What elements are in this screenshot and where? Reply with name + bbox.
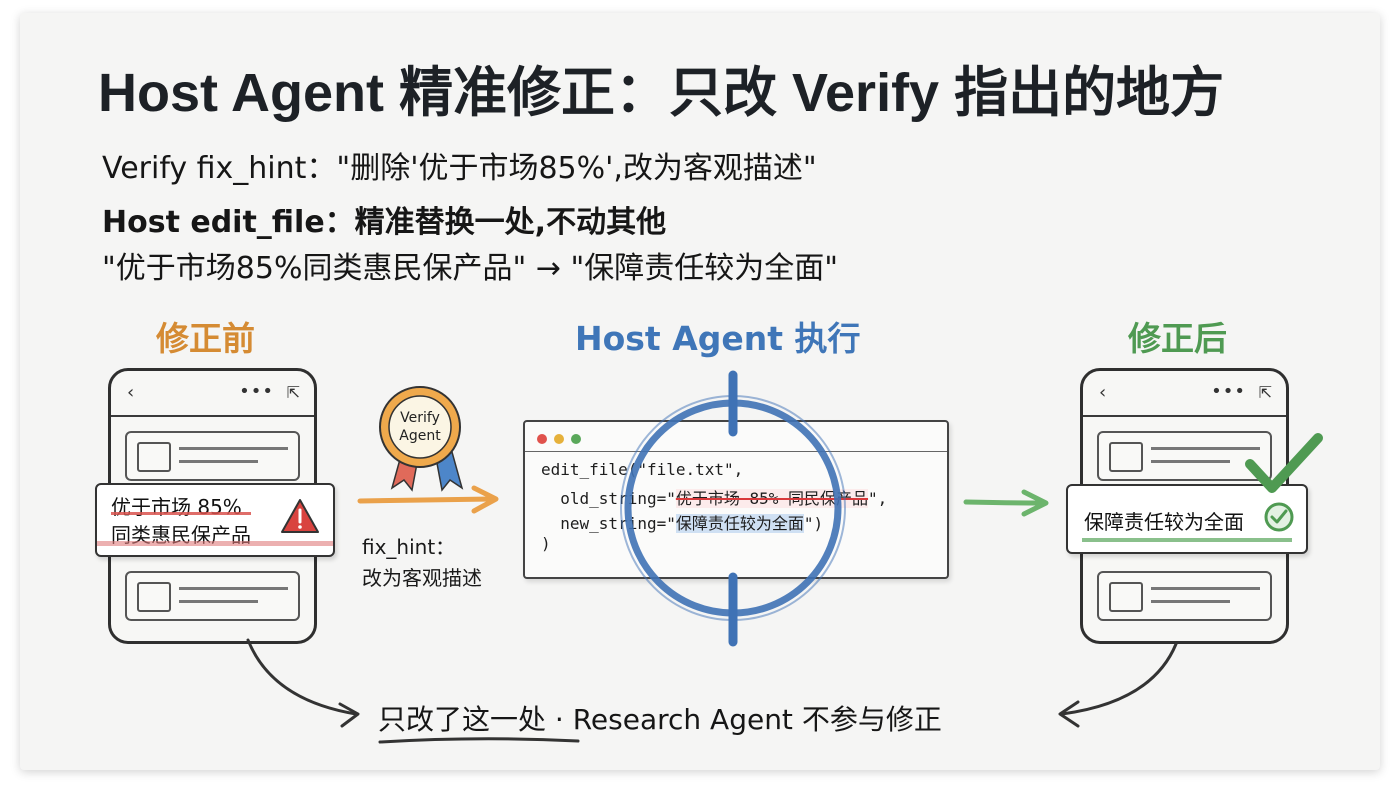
back-icon: ‹ (1099, 382, 1107, 403)
code-line-1: edit_file("file.txt", (541, 460, 744, 479)
corrected-content-card: 保障责任较为全面 (1066, 484, 1308, 554)
window-close-dot (537, 434, 547, 444)
text-placeholder (1151, 460, 1230, 463)
old-string-value: 优于市场 85% 同民保产品 (675, 489, 869, 508)
fix-hint-line: Verify fix_hint："删除'优于市场85%',改为客观描述" (102, 151, 817, 186)
text-placeholder (179, 587, 288, 590)
badge-line-1: Verify (400, 410, 440, 426)
stage-middle-label: Host Agent 执行 (575, 319, 861, 358)
phone-divider (1083, 415, 1286, 417)
corrected-text: 保障责任较为全面 (1084, 510, 1244, 534)
text-placeholder (1151, 587, 1260, 590)
thumbnail-icon (137, 442, 171, 472)
new-string-value: 保障责任较为全面 (675, 514, 804, 533)
phone-divider (111, 415, 314, 417)
badge-line-2: Agent (399, 428, 441, 444)
stage-after-label: 修正后 (1128, 319, 1227, 358)
fix-hint-note: fix_hint： 改为客观描述 (362, 532, 482, 594)
more-icon: ••• (239, 381, 274, 402)
text-placeholder (179, 600, 258, 603)
strike-mark (111, 512, 251, 515)
code-token: new_string=" (541, 514, 676, 533)
footer-caption: 只改了这一处 · Research Agent 不参与修正 (378, 703, 942, 736)
list-item (125, 431, 300, 481)
text-placeholder (179, 447, 288, 450)
replacement-line: "优于市场85%同类惠民保产品" → "保障责任较为全面" (102, 251, 839, 286)
more-icon: ••• (1211, 381, 1246, 402)
stage-before-label: 修正前 (156, 319, 255, 358)
editor-divider (525, 451, 947, 452)
list-item (125, 571, 300, 621)
thumbnail-icon (1109, 582, 1143, 612)
list-item (1097, 571, 1272, 621)
text-placeholder (1151, 447, 1260, 450)
code-line-2: old_string="优于市场 85% 同民保产品", (541, 485, 887, 509)
underline-mark (1082, 538, 1292, 542)
window-minimize-dot (554, 434, 564, 444)
strike-mark (97, 541, 333, 546)
page-title: Host Agent 精准修正：只改 Verify 指出的地方 (98, 63, 1225, 123)
code-token: ") (803, 514, 824, 533)
fix-hint-text: 改为客观描述 (362, 566, 482, 590)
text-placeholder (179, 460, 258, 463)
list-item (1097, 431, 1272, 481)
text-placeholder (1151, 600, 1230, 603)
share-icon: ⇱ (1258, 383, 1272, 402)
code-line-4: ) (541, 534, 551, 553)
code-line-3: new_string="保障责任较为全面") (541, 510, 823, 534)
edit-file-line: Host edit_file：精准替换一处,不动其他 (102, 205, 667, 240)
back-icon: ‹ (127, 382, 135, 403)
thumbnail-icon (1109, 442, 1143, 472)
share-icon: ⇱ (286, 383, 300, 402)
flagged-content-card: 优于市场 85% 同类惠民保产品 (95, 483, 335, 557)
window-maximize-dot (571, 434, 581, 444)
phone-topbar: ‹ ••• ⇱ (1099, 381, 1272, 405)
code-editor-window: edit_file("file.txt", old_string="优于市场 8… (523, 420, 949, 579)
fix-hint-label: fix_hint： (362, 535, 456, 559)
code-token: ", (868, 489, 888, 508)
code-token: old_string=" (541, 489, 676, 508)
flagged-text-line-1: 优于市场 85% (111, 495, 242, 519)
thumbnail-icon (137, 582, 171, 612)
phone-topbar: ‹ ••• ⇱ (127, 381, 300, 405)
